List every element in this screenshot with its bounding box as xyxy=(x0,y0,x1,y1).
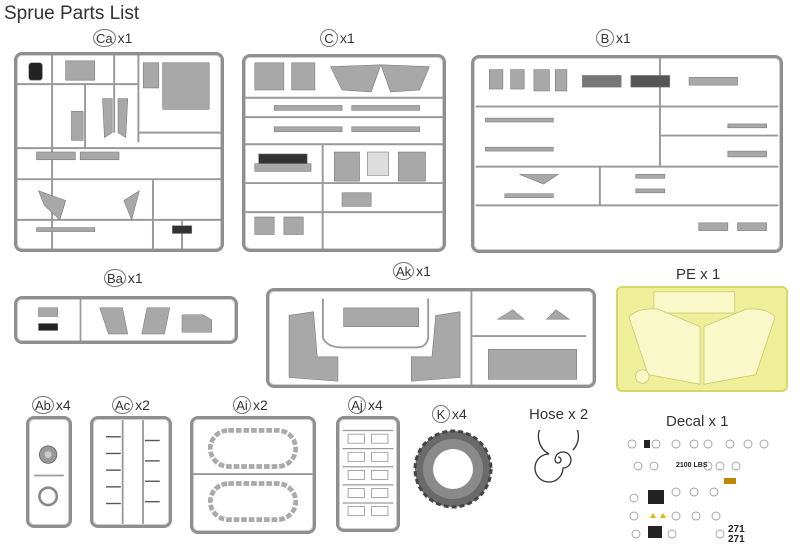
hose-coil xyxy=(534,430,580,483)
decal-markings xyxy=(627,439,769,539)
sprue-qty: x1 xyxy=(616,30,631,46)
sprue-code-badge: Ab xyxy=(32,396,54,414)
sprue-ca xyxy=(14,52,224,252)
decal-weight-marking: 2100 LBS xyxy=(676,462,708,469)
sprue-ai xyxy=(190,416,316,534)
label-pe: PE x 1 xyxy=(676,266,721,283)
sprue-ai-parts xyxy=(193,428,313,522)
sprue-qty: x1 xyxy=(127,270,143,286)
sprue-c-parts xyxy=(245,62,443,249)
sprue-c xyxy=(242,54,446,252)
sprue-ac-parts xyxy=(105,420,160,524)
sprue-qty: x1 xyxy=(117,30,133,46)
sprue-aj-parts xyxy=(342,429,394,517)
sprue-qty: x4 xyxy=(452,406,467,422)
page-title: Sprue Parts List xyxy=(4,3,140,24)
decal-number-2: 271 xyxy=(728,534,745,545)
tire-k xyxy=(413,429,493,509)
sprue-code-badge: Aj xyxy=(348,396,366,414)
photo-etch-fret xyxy=(616,286,788,392)
sprue-qty: x2 xyxy=(253,397,268,413)
sprue-code-badge: K xyxy=(432,405,450,423)
sprue-qty: x2 xyxy=(135,397,150,413)
sprue-code-badge: Ca xyxy=(93,29,116,47)
sprue-ak-parts xyxy=(288,291,587,385)
sprue-ab xyxy=(26,416,72,528)
sprue-code-badge: Ac xyxy=(112,396,134,414)
sprue-ak xyxy=(266,288,596,388)
sprue-qty: x1 xyxy=(416,263,431,279)
sprue-code-badge: C xyxy=(320,29,338,47)
decal-sheet: 2100 LBS 271 271 xyxy=(624,436,796,545)
sprue-qty: x4 xyxy=(368,397,383,413)
pe-parts xyxy=(628,291,776,385)
label-decal: Decal x 1 xyxy=(666,413,729,430)
sprue-qty: x1 xyxy=(340,30,355,46)
sprue-ca-parts xyxy=(17,55,221,249)
sprue-ba xyxy=(14,296,238,344)
label-hose: Hose x 2 xyxy=(529,406,589,423)
sprue-code-badge: B xyxy=(596,29,614,47)
sprue-code-badge: Ai xyxy=(233,396,251,414)
sprue-ab-parts xyxy=(34,445,64,507)
sprue-b-parts xyxy=(475,58,779,231)
decal-number-1: 271 xyxy=(728,524,745,535)
sprue-aj xyxy=(336,416,400,532)
sprue-qty: x4 xyxy=(55,397,71,413)
sprue-ac xyxy=(90,416,172,528)
sprue-code-badge: Ak xyxy=(393,262,415,280)
sprue-ba-parts xyxy=(38,299,213,341)
sprue-b xyxy=(471,55,783,253)
sprue-code-badge: Ba xyxy=(104,269,126,287)
